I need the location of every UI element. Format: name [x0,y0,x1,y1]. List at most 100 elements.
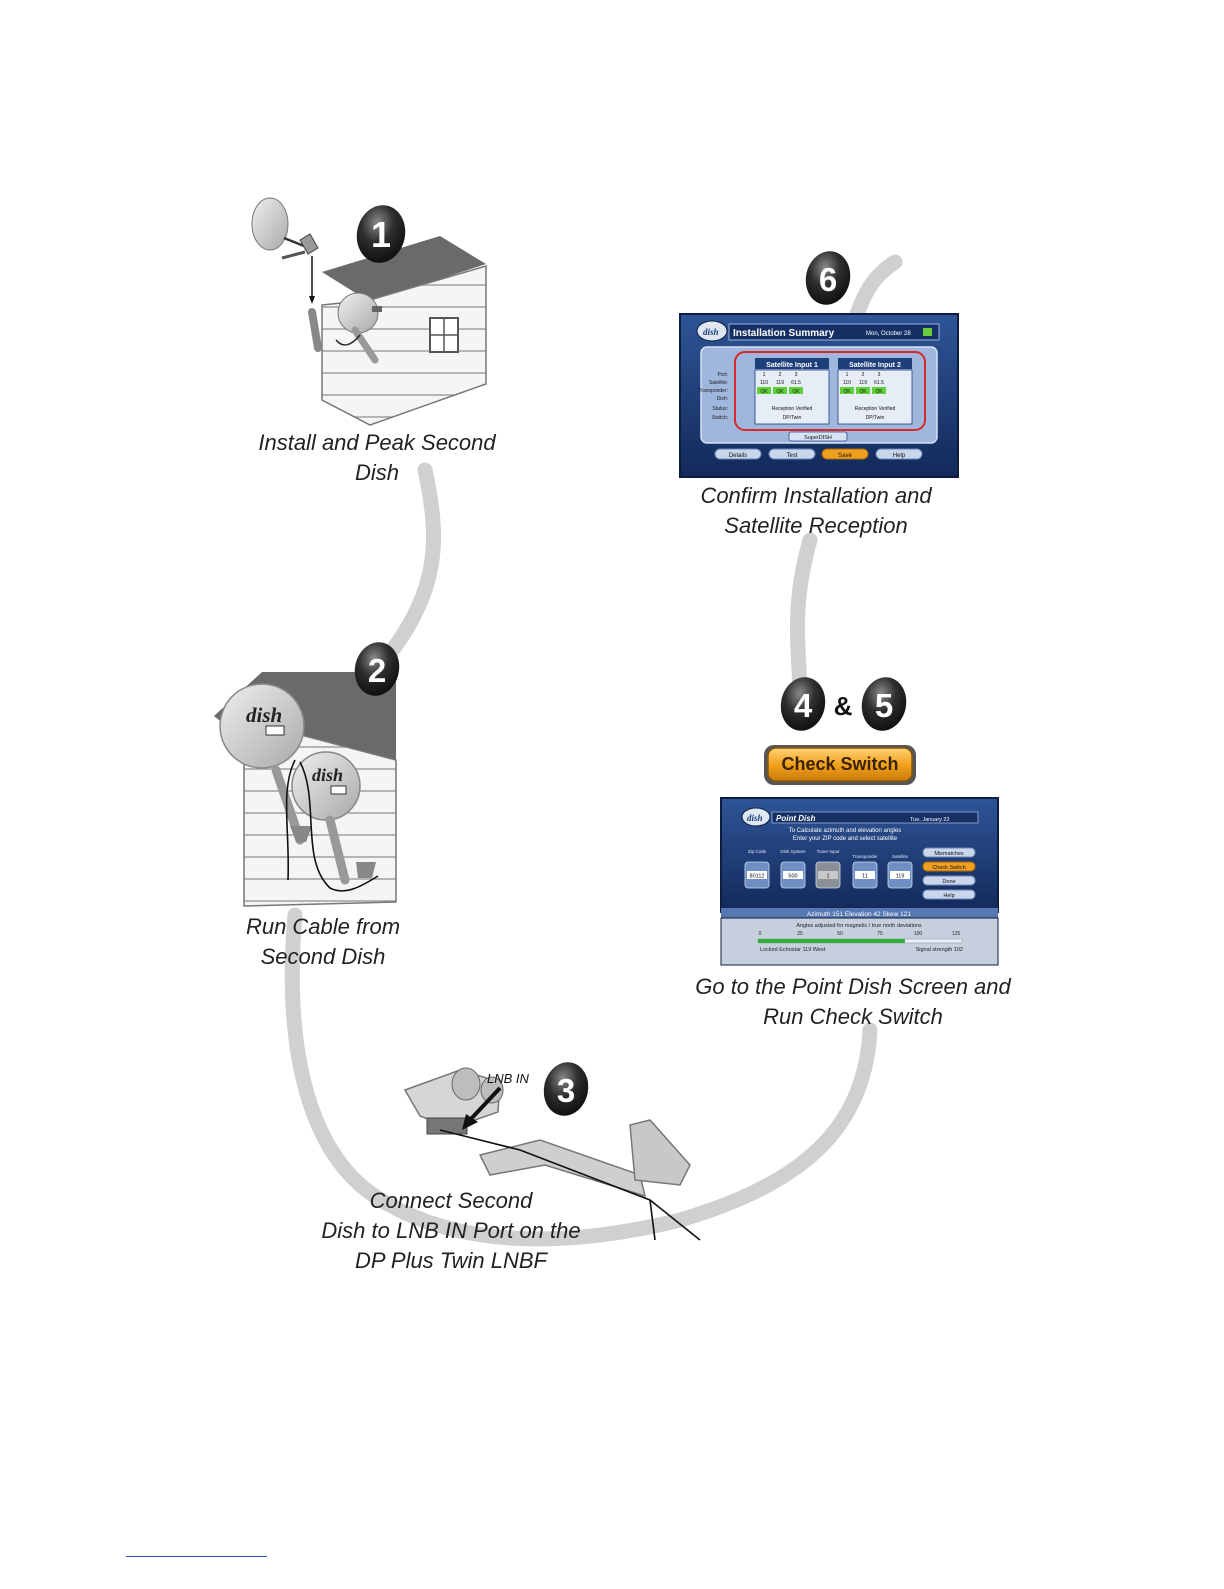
point-dish-col-satellite: Satellite [892,854,909,859]
point-dish-tuner-value[interactable]: 1 [826,874,829,880]
point-dish-col-zip: Zip Code [748,849,767,854]
point-dish-mismatches-button[interactable]: Mismatches [934,851,964,857]
step-badge-2-number: 2 [368,652,386,689]
point-dish-zip-value[interactable]: 80112 [750,874,765,880]
summary-input1-table: Satellite Input 1 1 2 3 110 119 61.5 OK … [754,358,830,425]
lnb-in-label: LNB IN [487,1071,530,1086]
summary-row-label-0: Port: [717,372,728,378]
step1-caption: Install and Peak Second Dish [232,428,522,488]
step5-caption-line2: Run Check Switch [763,1004,943,1029]
summary-date: Mon, October 28 [866,331,911,337]
point-dish-satellite-value[interactable]: 119 [896,874,905,880]
flow-path-upper [377,462,442,668]
step2-caption-line2: Second Dish [260,944,386,969]
summary-help-button[interactable]: Help [893,453,906,459]
dish2-small [291,751,361,821]
summary-input2-port-3: 3 [878,372,881,378]
summary-input1-port-1: 1 [763,372,766,378]
point-dish-title: Point Dish [776,814,816,823]
installation-summary-screen: dish Installation Summary Mon, October 2… [679,313,959,478]
summary-highlight-box [734,351,926,431]
cable-step2 [285,759,379,892]
summary-row-label-3: Dish: [717,396,728,402]
point-dish-check-switch-button[interactable]: Check Switch [932,865,965,871]
point-dish-done-button[interactable]: Done [942,879,955,885]
point-dish-col-tuner: Tuner Input [817,849,841,854]
summary-input2-sat-3: 61.5 [874,380,884,386]
step3-caption-line1: Connect Second [369,1188,533,1213]
step2-caption-line1: Run Cable from [245,914,401,939]
summary-input2-tp-1: OK [843,389,851,395]
summary-input1-tp-2: OK [776,389,784,395]
scale-tick-25: 25 [797,931,803,937]
flow-path-lower [284,907,878,1247]
scale-tick-125: 125 [952,931,961,937]
scale-tick-100: 100 [914,931,923,937]
summary-details-button[interactable]: Details [729,453,747,459]
step-badge-2: 2 [354,642,400,696]
summary-input2-tp-3: OK [875,389,883,395]
summary-input2-status: Reception Verified [855,406,896,412]
summary-title: Installation Summary [733,328,835,339]
summary-logo: dish [703,327,719,337]
summary-row-label-2: Transponder: [698,388,728,394]
summary-input2-port-1: 1 [846,372,849,378]
summary-input1-port-3: 3 [795,372,798,378]
point-dish-locked: Locked Echostar 119 West [760,947,826,953]
summary-row-label-1: Satellite: [709,380,728,386]
summary-input1-sat-2: 119 [776,380,784,386]
summary-row-label-5: Switch: [712,415,728,421]
dish2-large-logo: dish [246,703,282,727]
point-dish-col-transponder: Transponder [852,854,878,859]
summary-input1-port-2: 2 [779,372,782,378]
step-badge-1: 1 [356,205,406,263]
summary-input2-tp-2: OK [859,389,867,395]
summary-input1-status: Reception Verified [772,406,813,412]
point-dish-screen: dish Point Dish Tue, January 22 To Calcu… [720,797,999,966]
point-dish-instruction-1: To Calculate azimuth and elevation angle… [789,828,901,834]
step6-caption-line2: Satellite Reception [724,513,908,538]
step5-caption-line1: Go to the Point Dish Screen and [695,974,1011,999]
point-dish-readout: Azimuth 151 Elevation 42 Skew 121 [807,911,911,918]
step3-caption-line3: DP Plus Twin LNBF [355,1248,547,1273]
summary-input2-title: Satellite Input 2 [849,362,901,369]
scale-tick-75: 75 [877,931,883,937]
summary-input1-tp-1: OK [760,389,768,395]
point-dish-transponder-value[interactable]: 11 [862,874,868,880]
step-badge-4: 4 [780,677,826,731]
check-switch-callout[interactable]: Check Switch [764,745,916,785]
house1-roof [322,236,486,302]
point-dish-help-button[interactable]: Help [943,893,954,899]
step3-caption: Connect Second Dish to LNB IN Port on th… [290,1186,612,1276]
second-dish-house1 [337,292,379,334]
step-badge-5-number: 5 [875,687,893,724]
summary-row-label-4: Status: [712,406,728,412]
signal-strength-bar [758,939,905,943]
step2-illustration: dish dish [214,672,397,907]
step5-caption: Go to the Point Dish Screen and Run Chec… [664,972,1042,1032]
dish2-small-logo: dish [312,765,343,785]
scale-tick-50: 50 [837,931,843,937]
summary-input2-sat-2: 119 [859,380,867,386]
summary-test-button[interactable]: Test [786,453,797,459]
step6-caption: Confirm Installation and Satellite Recep… [668,481,964,541]
summary-input1-title: Satellite Input 1 [766,362,818,369]
summary-input2-switch: DP/Twin [866,415,885,421]
scale-tick-0: 0 [759,931,762,937]
summary-input1-sat-3: 61.5 [791,380,801,386]
summary-input2-table: Satellite Input 2 1 2 3 110 119 61.5 OK … [837,358,913,425]
flow-path-top [847,254,903,328]
summary-superdish-button[interactable]: SuperDISH [804,435,832,441]
point-dish-date: Tue, January 22 [910,817,950,823]
dish2-large [219,683,305,769]
summary-save-button[interactable]: Save [838,453,852,459]
step3-caption-line2: Dish to LNB IN Port on the [321,1218,581,1243]
step-badge-6: 6 [805,251,851,305]
point-dish-instruction-2: Enter your ZIP code and select satellite [793,836,898,842]
point-dish-system-value[interactable]: 500 [788,874,797,880]
lnb-in-arrow [468,1086,502,1122]
step-4-5-ampersand: & [834,691,853,721]
summary-input2-port-2: 2 [862,372,865,378]
